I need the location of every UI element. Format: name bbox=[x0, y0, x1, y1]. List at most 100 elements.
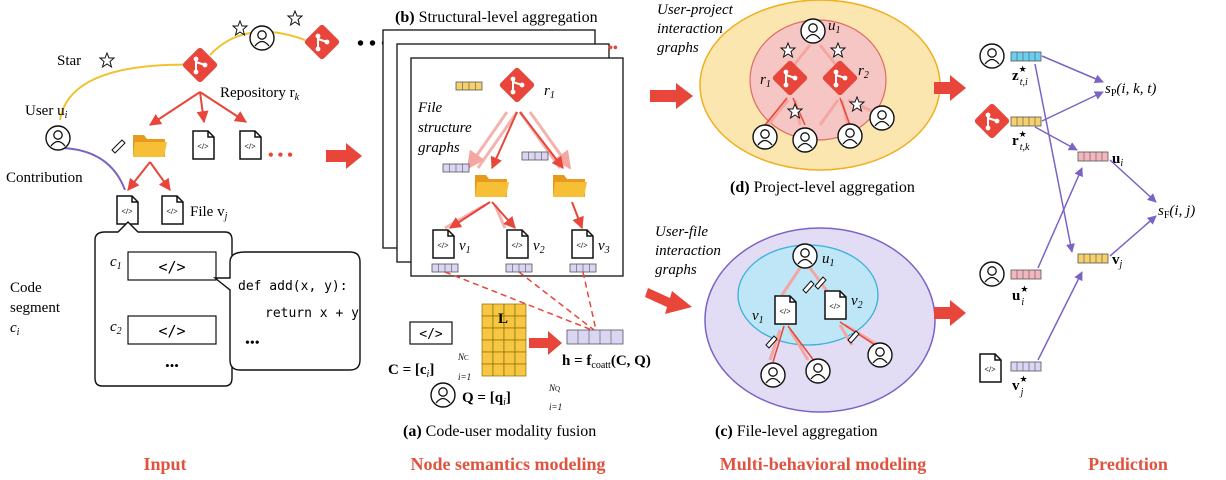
user-icon bbox=[430, 382, 456, 408]
matrix-cell bbox=[481, 303, 494, 317]
input-panel: • • • Star User ui Repository rk Contrib… bbox=[6, 10, 388, 387]
tree-edge bbox=[519, 111, 564, 169]
pencil-icon bbox=[847, 330, 860, 344]
matrix-cell bbox=[503, 363, 516, 377]
flow-arrow bbox=[934, 75, 966, 101]
user-icon bbox=[752, 124, 778, 150]
code-label: ci bbox=[10, 320, 20, 338]
project-level-panel: User-project interaction graphs u1 r1 r2… bbox=[657, 0, 941, 196]
section-title-prediction: Prediction bbox=[1088, 454, 1168, 474]
file-icon bbox=[192, 130, 215, 160]
dashed-link bbox=[518, 271, 595, 331]
embedding-vector bbox=[442, 163, 470, 173]
c-formula: C = [ci] bbox=[388, 362, 434, 380]
file-icon bbox=[239, 130, 262, 160]
code-segment-box bbox=[127, 251, 217, 281]
contribution-label: Contribution bbox=[6, 170, 83, 186]
prediction-edge bbox=[1037, 271, 1083, 361]
code-label: segment bbox=[10, 300, 61, 316]
structural-panel: (b) Structural-level aggregation •• File… bbox=[382, 9, 624, 331]
project-title: (d) Project-level aggregation bbox=[730, 179, 915, 196]
code-segment-box bbox=[127, 315, 217, 345]
tree-edge bbox=[448, 201, 491, 229]
q-formula: Q = [qi] bbox=[462, 390, 511, 408]
prediction-panel: z★t,i r★t,k sP(i, k, t) ui vj sF(i, j) bbox=[972, 43, 1195, 398]
user-icon bbox=[792, 127, 818, 153]
prediction-edge bbox=[1109, 215, 1157, 257]
prediction-edge bbox=[1034, 126, 1078, 151]
h-vector bbox=[566, 329, 624, 345]
code-line: return x + y bbox=[265, 306, 359, 321]
v-label: vj bbox=[1112, 252, 1123, 270]
node-label: v2 bbox=[851, 293, 863, 311]
u-label: ui bbox=[1112, 151, 1123, 169]
pencil-icon bbox=[111, 139, 126, 154]
code-bubble bbox=[213, 251, 361, 371]
pencil-icon bbox=[802, 280, 815, 294]
tree-edge bbox=[196, 91, 209, 124]
dashed-link bbox=[444, 271, 593, 331]
embedding-vector bbox=[455, 81, 483, 91]
q-range: NQ bbox=[548, 383, 560, 393]
user-icon bbox=[869, 105, 895, 131]
embedding-vector bbox=[505, 263, 533, 273]
folder-icon bbox=[133, 135, 167, 157]
contribution-edge bbox=[61, 147, 126, 191]
graph-label: graphs bbox=[657, 40, 699, 56]
code-tag: </> bbox=[419, 327, 443, 342]
matrix-cell bbox=[503, 339, 516, 353]
q-range: i=1 bbox=[549, 402, 562, 412]
tree-edge bbox=[127, 161, 151, 191]
pencil-icon bbox=[765, 335, 778, 349]
repository-label: Repository rk bbox=[220, 85, 300, 103]
c-range: NC bbox=[457, 352, 469, 362]
code-tag: </> bbox=[158, 258, 185, 276]
more-dots: •• bbox=[608, 41, 618, 56]
more-dots: • • • bbox=[357, 33, 388, 55]
node-label: v1 bbox=[752, 308, 764, 326]
star-icon bbox=[232, 20, 248, 36]
embedding-vector bbox=[569, 263, 597, 273]
matrix-cell bbox=[481, 339, 494, 353]
repository-icon bbox=[972, 101, 1012, 141]
user-icon bbox=[249, 25, 275, 51]
user-icon bbox=[792, 243, 818, 269]
ustar-label: u★i bbox=[1012, 284, 1028, 308]
tree-edge bbox=[491, 201, 516, 229]
user-icon bbox=[979, 43, 1005, 69]
flow-arrow bbox=[934, 300, 966, 326]
pencil-icon bbox=[814, 276, 827, 290]
prediction-edge bbox=[1034, 63, 1075, 253]
matrix-cell bbox=[481, 351, 494, 365]
prediction-edge bbox=[1037, 167, 1083, 269]
graph-label: User-file bbox=[655, 224, 708, 240]
file-icon bbox=[116, 195, 139, 225]
section-title-input: Input bbox=[143, 454, 186, 474]
flow-arrow bbox=[326, 143, 362, 169]
dashed-link bbox=[582, 271, 597, 331]
user-label: User ui bbox=[25, 103, 68, 121]
file-icon bbox=[432, 229, 455, 259]
user-icon bbox=[760, 362, 786, 388]
matrix-cell bbox=[514, 315, 527, 329]
structural-title: (b) Structural-level aggregation bbox=[395, 9, 598, 26]
u-vector bbox=[1077, 151, 1109, 162]
file-level-panel: User-file interaction graphs u1 v1 v2 (c… bbox=[655, 224, 936, 440]
node-label: v1 bbox=[459, 238, 471, 256]
file-icon bbox=[571, 229, 594, 259]
code-line: def add(x, y): bbox=[238, 279, 348, 294]
matrix-cell bbox=[492, 351, 505, 365]
ellipsis: ••• bbox=[245, 336, 260, 351]
sp-label: sP(i, k, t) bbox=[1105, 81, 1156, 99]
matrix-label: L bbox=[498, 311, 508, 327]
embedding-vector bbox=[431, 263, 459, 273]
user-icon bbox=[805, 358, 831, 384]
z-label: z★t,i bbox=[1012, 64, 1028, 88]
fusion-title: (a) Code-user modality fusion bbox=[403, 423, 596, 440]
star-icon bbox=[99, 52, 115, 68]
file-icon bbox=[774, 295, 797, 325]
matrix-cell bbox=[492, 327, 505, 341]
tree-edge bbox=[571, 201, 584, 230]
more-dots: • • • bbox=[268, 147, 293, 164]
